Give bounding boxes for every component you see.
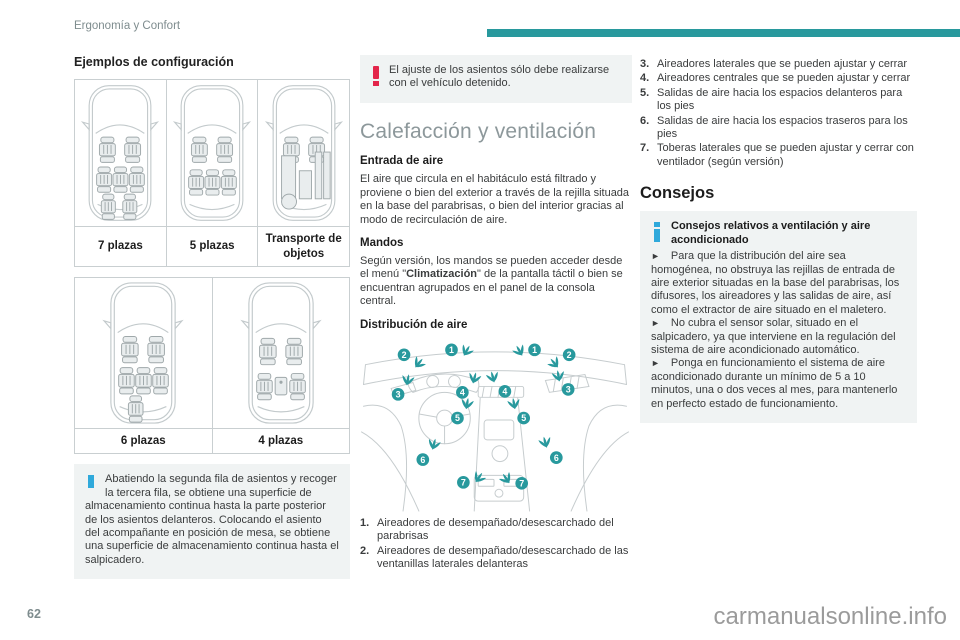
svg-text:7: 7 xyxy=(519,478,524,488)
svg-text:5: 5 xyxy=(521,413,526,423)
config-label-6-plazas: 6 plazas xyxy=(74,427,213,455)
list-item: 6.Salidas de aire hacia los espacios tra… xyxy=(640,114,908,141)
info-icon xyxy=(654,222,661,243)
advice-bullet: ► No cubra el sensor solar, situado en e… xyxy=(651,317,896,357)
watermark: carmanualsonline.info xyxy=(713,603,947,630)
svg-text:3: 3 xyxy=(566,384,571,394)
list-item: 1.Aireadores de desempañado/desescarchad… xyxy=(360,516,614,543)
section-title-calefaccion: Calefacción y ventilación xyxy=(360,119,597,143)
section-title-consejos: Consejos xyxy=(640,184,715,203)
subsection-distribucion: Distribución de aire xyxy=(360,318,468,331)
config-label-7-plazas: 7 plazas xyxy=(74,226,167,267)
vent-list-3-7: 3.Aireadores laterales que se pueden aju… xyxy=(640,58,917,169)
svg-text:2: 2 xyxy=(567,350,572,360)
list-item: 2.Aireadores de desempañado/desescarchad… xyxy=(360,544,629,570)
info-box-text: Abatiendo la segunda fila de asientos y … xyxy=(85,473,339,566)
car-diagram-7-plazas xyxy=(81,85,160,222)
list-item: 3.Aireadores laterales que se pueden aju… xyxy=(640,58,908,70)
vent-list-1-2: 1.Aireadores de desempañado/desescarchad… xyxy=(360,517,632,572)
warning-text: El ajuste de los asientos sólo debe real… xyxy=(389,64,610,90)
section-title-configuraciones: Ejemplos de configuración xyxy=(74,55,234,69)
advice-bullet: ► Ponga en funcionamiento el sistema de … xyxy=(651,357,898,410)
middle-column: El ajuste de los asientos sólo debe real… xyxy=(360,55,632,572)
menu-name-climatizacion: Climatización xyxy=(406,268,478,281)
right-column: 3.Aireadores laterales que se pueden aju… xyxy=(640,55,917,424)
car-diagram-5-plazas xyxy=(173,85,252,222)
left-column: Ejemplos de configuración xyxy=(74,55,350,580)
svg-text:1: 1 xyxy=(449,345,454,355)
mandos-paragraph: Según versión, los mandos se pueden acce… xyxy=(360,255,623,308)
svg-text:2: 2 xyxy=(402,350,407,360)
svg-text:1: 1 xyxy=(532,345,537,355)
info-icon xyxy=(88,475,95,489)
subsection-mandos: Mandos xyxy=(360,237,404,250)
advice-box-title: Consejos relativos a ventilación y aire … xyxy=(671,220,871,246)
svg-text:6: 6 xyxy=(420,454,425,464)
svg-text:4: 4 xyxy=(502,386,507,396)
config-label-5-plazas: 5 plazas xyxy=(165,226,259,267)
list-item: 4.Aireadores centrales que se pueden aju… xyxy=(640,72,911,85)
car-diagram-4-plazas xyxy=(240,282,322,424)
svg-text:6: 6 xyxy=(554,453,559,463)
config-label-4-plazas: 4 plazas xyxy=(211,427,350,455)
advice-box: Consejos relativos a ventilación y aire … xyxy=(640,211,917,424)
warning-box: El ajuste de los asientos sólo debe real… xyxy=(360,55,632,103)
chapter-title: Ergonomía y Confort xyxy=(74,20,181,32)
svg-text:7: 7 xyxy=(461,477,466,487)
car-diagram-transporte xyxy=(264,85,343,222)
car-diagram-6-plazas xyxy=(102,282,184,424)
info-box-asientos: Abatiendo la segunda fila de asientos y … xyxy=(74,464,350,580)
config-table-2: 6 plazas 4 plazas xyxy=(74,277,350,455)
chapter-accent-bar xyxy=(487,29,960,37)
svg-text:5: 5 xyxy=(455,413,460,423)
subsection-entrada-de-aire: Entrada de aire xyxy=(360,155,444,168)
entrada-paragraph: El aire que circula en el habitáculo est… xyxy=(360,173,630,226)
svg-text:4: 4 xyxy=(460,387,465,397)
advice-bullets: ► Para que la distribución del aire sea … xyxy=(651,247,906,411)
config-label-transporte: Transporte de objetos xyxy=(257,226,350,267)
svg-text:3: 3 xyxy=(396,389,401,399)
list-item: 7.Toberas laterales que se pueden ajusta… xyxy=(640,142,914,168)
warning-icon xyxy=(373,66,379,86)
page-number: 62 xyxy=(27,607,41,621)
advice-bullet: ► Para que la distribución del aire sea … xyxy=(651,250,900,316)
dashboard-airflow-diagram: 1 1 2 2 3 3 4 4 5 5 6 6 xyxy=(361,343,629,512)
dashboard-callouts: 1 1 2 2 3 3 4 4 5 5 6 6 xyxy=(391,343,576,490)
config-table-1: 7 plazas 5 plazas Transporte de objetos xyxy=(74,79,350,267)
list-item: 5.Salidas de aire hacia los espacios del… xyxy=(640,86,903,113)
